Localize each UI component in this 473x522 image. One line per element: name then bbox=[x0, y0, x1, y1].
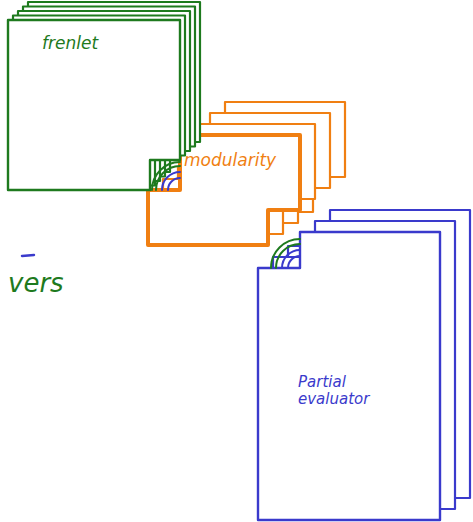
evaluator-card: Partial evaluator bbox=[258, 232, 440, 520]
card-title: frenlet bbox=[42, 34, 162, 54]
socket-arc bbox=[152, 162, 180, 190]
socket-arc bbox=[288, 256, 300, 268]
card-title: Partial evaluator bbox=[298, 374, 378, 409]
card-outline bbox=[258, 232, 440, 520]
dash-mark bbox=[22, 255, 34, 256]
socket-arc bbox=[282, 250, 300, 268]
socket-arc bbox=[162, 172, 180, 190]
card-title: modularity bbox=[184, 151, 294, 171]
socket-arc bbox=[276, 244, 300, 268]
socket-arc bbox=[156, 166, 180, 190]
front-card bbox=[258, 232, 440, 520]
front-card bbox=[148, 135, 300, 245]
cut-off-text: vers bbox=[8, 268, 64, 298]
socket-arc bbox=[168, 178, 180, 190]
front-card bbox=[8, 20, 180, 190]
socket-arc bbox=[271, 239, 300, 268]
framework-card: frenlet bbox=[8, 20, 180, 190]
